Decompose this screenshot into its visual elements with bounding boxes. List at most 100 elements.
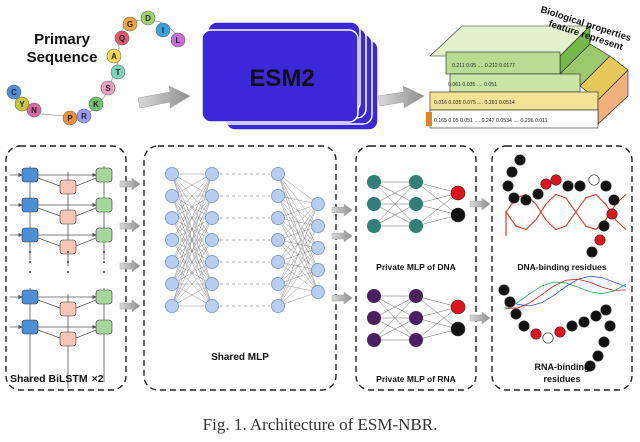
residue-node [100,80,116,96]
residue-node [26,102,42,118]
feature-matrix: 0.211 0.05 .... 0.212 0.0177 0.061 0.035… [426,4,632,129]
private-node [409,311,423,325]
mlp-node [205,255,219,269]
mlp-edge [277,203,319,307]
esm2-block: ESM2 [201,21,379,131]
non-binding-residue [584,360,596,372]
mlp-node [271,277,285,291]
mlp-node [165,189,179,203]
non-binding-residue [514,154,526,166]
flow-arrow [469,311,491,325]
lstm-ellipsis-dot [67,261,69,263]
rna-strand [505,281,627,310]
private-edge [373,295,417,341]
mlp-edge [277,203,319,263]
feature-row-4: 0.165 0.05 0.051 .... 0.247 0.0534 .... … [434,118,548,124]
figure-caption: Fig. 1. Architecture of ESM-NBR. [203,415,438,434]
non-binding-residue [588,174,600,186]
lstm-ellipsis-dot [29,261,31,263]
private-edge [373,181,417,205]
mlp-node [311,285,325,299]
lstm-forward-cell [21,227,39,243]
non-binding-residue [600,304,612,316]
non-binding-residue [562,180,574,192]
binding-residue [540,178,552,190]
feature-row-1: 0.211 0.05 .... 0.212 0.0177 [452,63,515,69]
lstm-link [75,237,97,247]
lstm-output-cell [95,227,113,243]
private-node [367,289,381,303]
residue-letter: A [111,52,117,61]
mlp-edge [171,283,213,307]
mlp-module [143,145,337,391]
non-binding-residue [574,180,586,192]
binding-residue [550,174,562,186]
mlp-node [205,211,219,225]
private-edge [373,181,417,227]
non-binding-residue [502,180,514,192]
residue-letter: N [31,106,37,115]
binding-output-node [450,299,466,315]
private-mlp-networks [367,175,466,347]
residue-node [155,22,171,38]
binding-output-module [491,145,633,391]
lstm-output-cell [95,167,113,183]
lstm-link [37,299,61,309]
bilstm-label-text: Shared BiLSTM [10,373,88,385]
flow-arrow [331,229,353,243]
flow-arrow [331,203,353,217]
non-binding-residue [600,180,612,192]
lstm-forward-cell [21,167,39,183]
non-binding-residue [604,320,616,332]
mlp-edge [277,203,319,219]
mlp-node [311,263,325,277]
private-node [367,197,381,211]
residue-node [140,10,156,26]
rna-binding-label-line2: residues [543,374,580,384]
rna-binding-label-line1: RNA-binding [535,362,590,372]
lstm-backward-cell [59,209,77,225]
residue-letter: K [93,100,99,109]
mlp-edge [171,239,213,307]
flow-arrow [119,299,141,313]
mlp-edge [277,173,319,205]
residue-letter: C [11,88,17,97]
mlp-node [165,255,179,269]
non-binding-residue [520,194,532,206]
flow-arrow [119,259,141,273]
mlp-edge [171,195,213,307]
private-edge [373,317,417,341]
binding-residue [594,234,606,246]
mlp-edge [277,203,319,285]
non-binding-residue [608,194,620,206]
lstm-ellipsis-dot [67,251,69,253]
lstm-output-cell [95,319,113,335]
mlp-node [165,299,179,313]
residue-letter: P [67,114,73,123]
mlp-node [165,277,179,291]
residue-letter: D [145,14,151,23]
mlp-node [271,211,285,225]
private-edge [415,192,459,227]
dna-binding-label: DNA-binding residues [517,262,607,272]
lstm-link [75,329,97,339]
residue-letter: T [116,68,121,77]
non-binding-residue [578,316,590,328]
private-node [367,175,381,189]
residue-node [14,96,30,112]
non-binding-residue [510,308,522,320]
mlp-edge [277,291,319,307]
private-node [367,219,381,233]
mlp-edge [277,247,319,307]
flow-arrow [119,177,141,191]
lstm-ellipsis-dot [103,251,105,253]
private-dna-label: Private MLP of DNA [376,262,456,272]
binding-residue [606,208,618,220]
residue-node [110,64,126,80]
mlp-edge [171,173,213,219]
lstm-link [75,299,97,309]
rna-strand [505,278,627,309]
private-mlp-module [355,145,477,391]
